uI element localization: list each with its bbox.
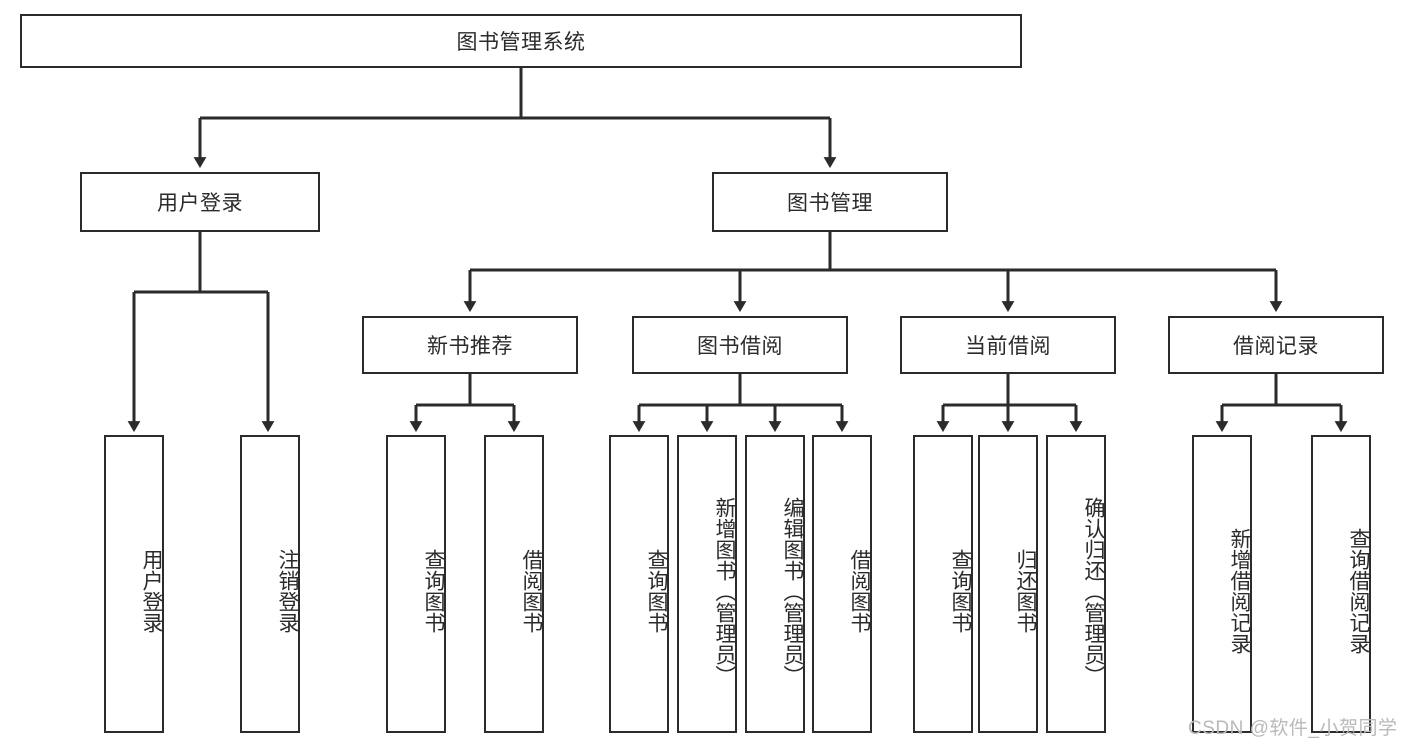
leaf-query-record[interactable]: 查询借阅记录 — [1311, 435, 1371, 733]
leaf-add-record[interactable]: 新增借阅记录 — [1192, 435, 1252, 733]
node-book-manage[interactable]: 图书管理 — [712, 172, 948, 232]
csdn-watermark: CSDN @软件_小贺同学 — [1188, 718, 1398, 739]
leaf-query-book-1[interactable]: 查询图书 — [386, 435, 446, 733]
node-root[interactable]: 图书管理系统 — [20, 14, 1022, 68]
leaf-confirm-return-label: 确认归还（管理员） — [1082, 496, 1105, 686]
leaf-edit-book[interactable]: 编辑图书（管理员） — [745, 435, 805, 733]
node-user-login[interactable]: 用户登录 — [80, 172, 320, 232]
leaf-borrow-book-2-label: 借阅图书 — [848, 549, 871, 633]
node-root-label: 图书管理系统 — [456, 31, 586, 54]
leaf-logout[interactable]: 注销登录 — [240, 435, 300, 733]
leaf-query-book-2-label: 查询图书 — [645, 549, 668, 633]
leaf-return-book-label: 归还图书 — [1014, 549, 1037, 633]
node-current-borrow-label: 当前借阅 — [965, 335, 1051, 358]
leaf-borrow-book-2[interactable]: 借阅图书 — [812, 435, 872, 733]
leaf-add-book[interactable]: 新增图书（管理员） — [677, 435, 737, 733]
node-borrow-record[interactable]: 借阅记录 — [1168, 316, 1384, 374]
leaf-query-book-3[interactable]: 查询图书 — [913, 435, 973, 733]
node-borrow-record-label: 借阅记录 — [1233, 335, 1319, 358]
leaf-add-book-label: 新增图书（管理员） — [713, 496, 736, 686]
node-book-borrow-label: 图书借阅 — [697, 335, 783, 358]
node-book-manage-label: 图书管理 — [787, 192, 873, 215]
leaf-edit-book-label: 编辑图书（管理员） — [781, 496, 804, 686]
node-book-borrow[interactable]: 图书借阅 — [632, 316, 848, 374]
leaf-add-record-label: 新增借阅记录 — [1228, 528, 1251, 654]
leaf-return-book[interactable]: 归还图书 — [978, 435, 1038, 733]
leaf-query-book-1-label: 查询图书 — [422, 549, 445, 633]
leaf-confirm-return[interactable]: 确认归还（管理员） — [1046, 435, 1106, 733]
leaf-query-book-3-label: 查询图书 — [949, 549, 972, 633]
node-user-login-label: 用户登录 — [157, 192, 243, 215]
leaf-query-record-label: 查询借阅记录 — [1347, 528, 1370, 654]
leaf-user-login[interactable]: 用户登录 — [104, 435, 164, 733]
node-new-book-rec[interactable]: 新书推荐 — [362, 316, 578, 374]
leaf-user-login-label: 用户登录 — [140, 549, 163, 633]
leaf-logout-label: 注销登录 — [276, 549, 299, 633]
leaf-query-book-2[interactable]: 查询图书 — [609, 435, 669, 733]
leaf-borrow-book-1-label: 借阅图书 — [520, 549, 543, 633]
node-current-borrow[interactable]: 当前借阅 — [900, 316, 1116, 374]
leaf-borrow-book-1[interactable]: 借阅图书 — [484, 435, 544, 733]
node-new-book-rec-label: 新书推荐 — [427, 335, 513, 358]
